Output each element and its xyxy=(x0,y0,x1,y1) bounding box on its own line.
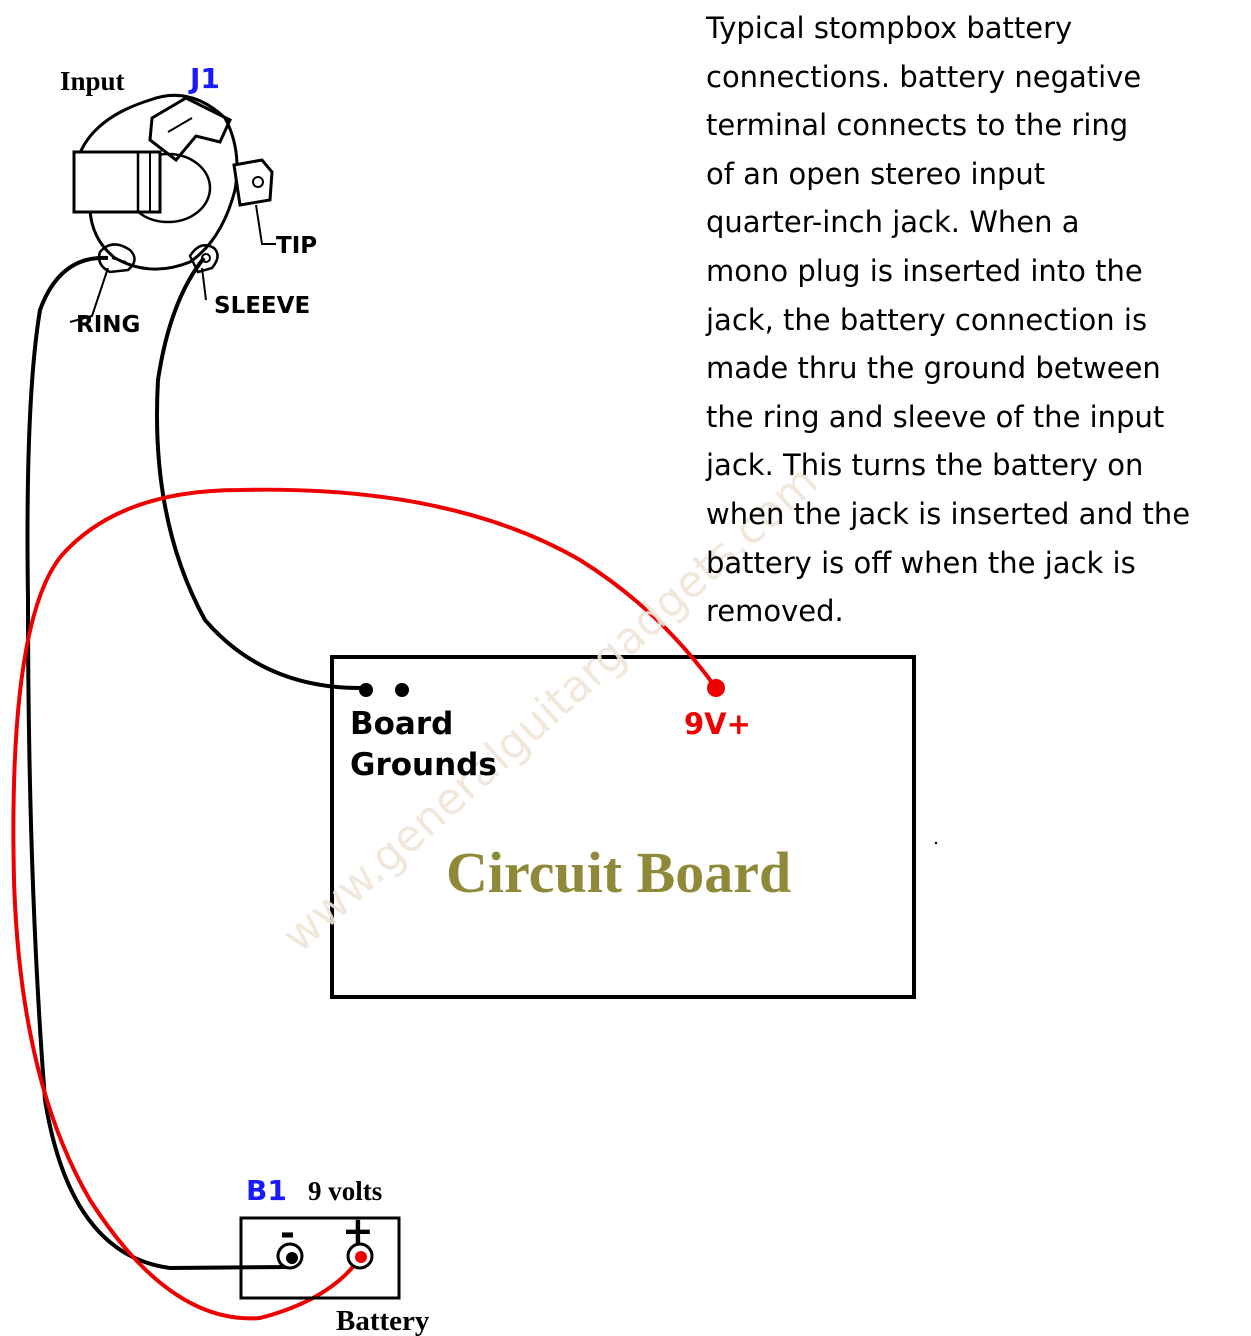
description-line: Typical stompbox battery xyxy=(706,11,1073,45)
jack-ref-label: J1 xyxy=(188,62,220,95)
wire-sleeve-to-board-ground xyxy=(154,256,367,691)
description-line: jack. This turns the battery on xyxy=(706,448,1144,483)
battery-minus-symbol: - xyxy=(280,1213,295,1254)
board-9v-dot xyxy=(707,679,725,697)
description-line: battery is off when the jack is xyxy=(706,545,1136,580)
wire-ring-to-battery-negative xyxy=(25,255,291,1271)
description-line: jack, the battery connection is xyxy=(706,302,1148,337)
battery xyxy=(239,1216,401,1300)
description-text: Typical stompbox battery connections. ba… xyxy=(706,4,1246,636)
description-line: when the jack is inserted and the xyxy=(706,496,1191,531)
description-line: quarter-inch jack. When a xyxy=(706,205,1080,240)
description-line: the ring and sleeve of the input xyxy=(706,399,1165,434)
board-grounds-label-line2: Grounds xyxy=(350,747,497,783)
description-line: connections. battery negative xyxy=(706,59,1142,94)
board-grounds-label-line1: Board xyxy=(350,706,453,742)
circuit-board-outline xyxy=(330,655,916,999)
description-line: terminal connects to the ring xyxy=(706,108,1129,143)
battery-label: Battery xyxy=(336,1305,430,1336)
input-label: Input xyxy=(60,66,125,96)
description-line: mono plug is inserted into the xyxy=(706,253,1143,288)
description-line: of an open stereo input xyxy=(706,156,1046,191)
battery-ref-label: B1 xyxy=(246,1174,287,1207)
tip-label: TIP xyxy=(276,233,317,259)
battery-voltage-label: 9 volts xyxy=(308,1176,382,1206)
board-ground-dot-2 xyxy=(395,683,409,697)
wire-battery-positive-to-9v xyxy=(11,487,718,1321)
sleeve-label: SLEEVE xyxy=(214,293,310,319)
input-jack xyxy=(69,93,276,323)
ring-label: RING xyxy=(76,312,140,338)
circuit-board-title: Circuit Board xyxy=(446,840,791,905)
board-ground-dot-1 xyxy=(359,683,373,697)
description-line: removed. xyxy=(706,594,844,629)
description-line: made thru the ground between xyxy=(706,351,1161,386)
board-9v-label: 9V+ xyxy=(684,707,751,741)
battery-outline xyxy=(239,1216,401,1300)
battery-plus-symbol: + xyxy=(342,1209,374,1253)
